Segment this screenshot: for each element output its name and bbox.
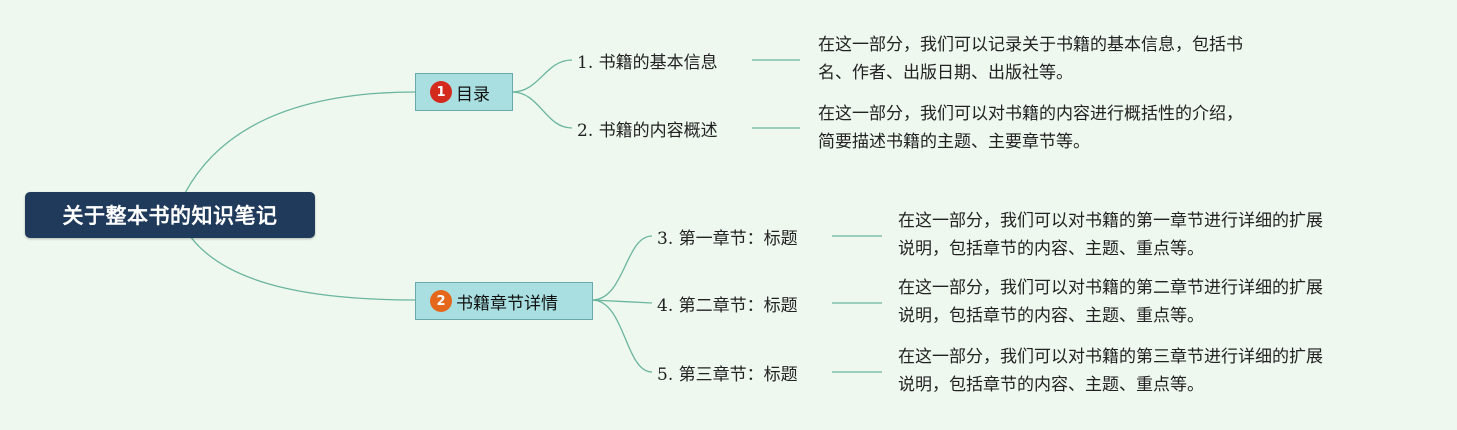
subtopic-content-overview[interactable]: 2. 书籍的内容概述 xyxy=(577,121,718,141)
root-topic[interactable]: 关于整本书的知识笔记 xyxy=(25,192,315,238)
note-line: 说明，包括章节的内容、主题、重点等。 xyxy=(898,239,1204,259)
note-basic-info[interactable]: 在这一部分，我们可以记录关于书籍的基本信息，包括书 名、作者、出版日期、出版社等… xyxy=(818,31,1243,87)
note-line: 在这一部分，我们可以对书籍的第二章节进行详细的扩展 xyxy=(898,278,1323,298)
priority-2-icon: 2 xyxy=(430,290,452,312)
note-line: 在这一部分，我们可以对书籍的第一章节进行详细的扩展 xyxy=(898,211,1323,231)
subtopic-chapter-2[interactable]: 4. 第二章节：标题 xyxy=(657,296,798,316)
note-line: 在这一部分，我们可以对书籍的内容进行概括性的介绍， xyxy=(818,104,1243,124)
connector-branch-2-to-child-5 xyxy=(591,299,653,373)
note-chapter-1[interactable]: 在这一部分，我们可以对书籍的第一章节进行详细的扩展 说明，包括章节的内容、主题、… xyxy=(898,207,1323,263)
note-line: 说明，包括章节的内容、主题、重点等。 xyxy=(898,375,1204,395)
connector-branch-1-to-child-2 xyxy=(511,91,573,129)
priority-1-icon: 1 xyxy=(430,81,452,103)
note-line: 说明，包括章节的内容、主题、重点等。 xyxy=(898,306,1204,326)
note-line: 在这一部分，我们可以对书籍的第三章节进行详细的扩展 xyxy=(898,347,1323,367)
note-line: 在这一部分，我们可以记录关于书籍的基本信息，包括书 xyxy=(818,35,1243,55)
note-content-overview[interactable]: 在这一部分，我们可以对书籍的内容进行概括性的介绍， 简要描述书籍的主题、主要章节… xyxy=(818,100,1243,156)
subtopic-chapter-3[interactable]: 5. 第三章节：标题 xyxy=(657,365,798,385)
connector-branch-2-to-child-4 xyxy=(591,299,653,304)
branch-topic-catalog[interactable]: 1 目录 xyxy=(415,73,513,111)
connector-branch-1-to-child-1 xyxy=(511,59,573,93)
subtopic-basic-info[interactable]: 1. 书籍的基本信息 xyxy=(577,53,718,73)
connector-branch-2-to-child-3 xyxy=(591,235,653,301)
note-line: 名、作者、出版日期、出版社等。 xyxy=(818,63,1073,83)
connector-root-to-branch-2 xyxy=(189,235,417,301)
subtopic-chapter-1[interactable]: 3. 第一章节：标题 xyxy=(657,229,798,249)
note-chapter-2[interactable]: 在这一部分，我们可以对书籍的第二章节进行详细的扩展 说明，包括章节的内容、主题、… xyxy=(898,274,1323,330)
root-topic-label: 关于整本书的知识笔记 xyxy=(62,204,278,228)
note-chapter-3[interactable]: 在这一部分，我们可以对书籍的第三章节进行详细的扩展 说明，包括章节的内容、主题、… xyxy=(898,343,1323,399)
connector-root-to-branch-1 xyxy=(184,91,417,194)
branch-topic-chapter-details[interactable]: 2 书籍章节详情 xyxy=(415,282,593,320)
branch-topic-label: 目录 xyxy=(456,84,490,105)
branch-topic-label: 书籍章节详情 xyxy=(456,293,558,314)
note-line: 简要描述书籍的主题、主要章节等。 xyxy=(818,132,1090,152)
